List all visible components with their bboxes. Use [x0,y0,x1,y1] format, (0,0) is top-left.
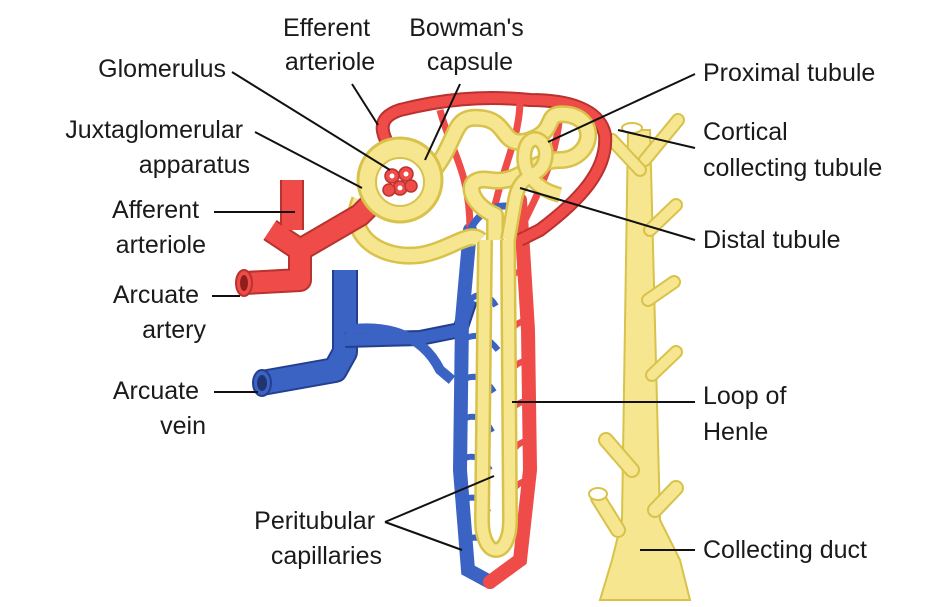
label-loop-of-henle: Loop of Henle [703,382,793,446]
peritubular-capillary-network [460,200,530,582]
loop-of-henle-structure [482,240,510,550]
label-afferent-arteriole: Afferent arteriole [112,196,206,259]
leader-peritubular-2 [385,522,462,550]
label-distal-tubule: Distal tubule [703,226,841,254]
label-efferent-arteriole: Efferent arteriole [283,14,377,76]
label-peritubular-capillaries: Peritubular capillaries [254,507,382,570]
label-arcuate-artery: Arcuate artery [113,281,207,344]
label-collecting-duct: Collecting duct [703,536,867,564]
collecting-duct-structure [589,120,690,600]
label-arcuate-vein: Arcuate vein [113,377,206,440]
label-juxtaglomerular-apparatus: Juxtaglomerular apparatus [65,116,250,179]
leader-glomerulus [232,72,390,170]
glomerulus-tuft [383,167,417,196]
label-proximal-tubule: Proximal tubule [703,59,875,87]
label-bowmans-capsule: Bowman's capsule [409,14,531,76]
leader-juxtaglomerular [255,132,362,188]
leader-efferent-arteriole [352,84,378,125]
label-cortical-collecting-tubule: Cortical collecting tubule [703,118,882,182]
label-glomerulus: Glomerulus [98,55,226,83]
